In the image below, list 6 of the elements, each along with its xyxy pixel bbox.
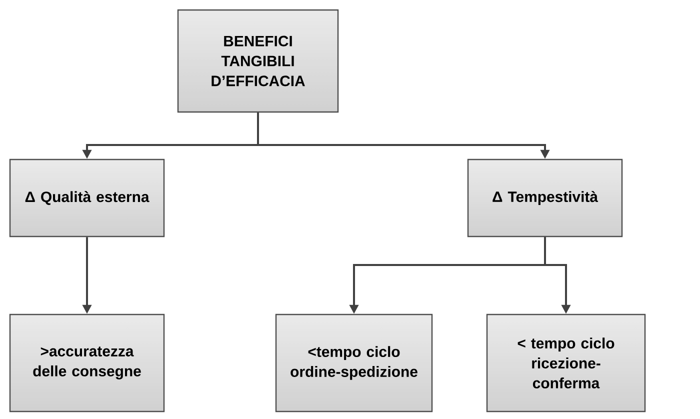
process-box: Δ Tempestività bbox=[467, 158, 623, 238]
process-box: Δ Qualità esterna bbox=[9, 158, 165, 238]
process-box: <tempo ciclo ordine-spedizione bbox=[275, 314, 433, 412]
process-box: BENEFICI TANGIBILI D’EFFICACIA bbox=[177, 9, 339, 113]
process-box: < tempo ciclo ricezione-conferma bbox=[486, 314, 646, 412]
process-box: >accuratezza delle consegne bbox=[9, 314, 165, 412]
